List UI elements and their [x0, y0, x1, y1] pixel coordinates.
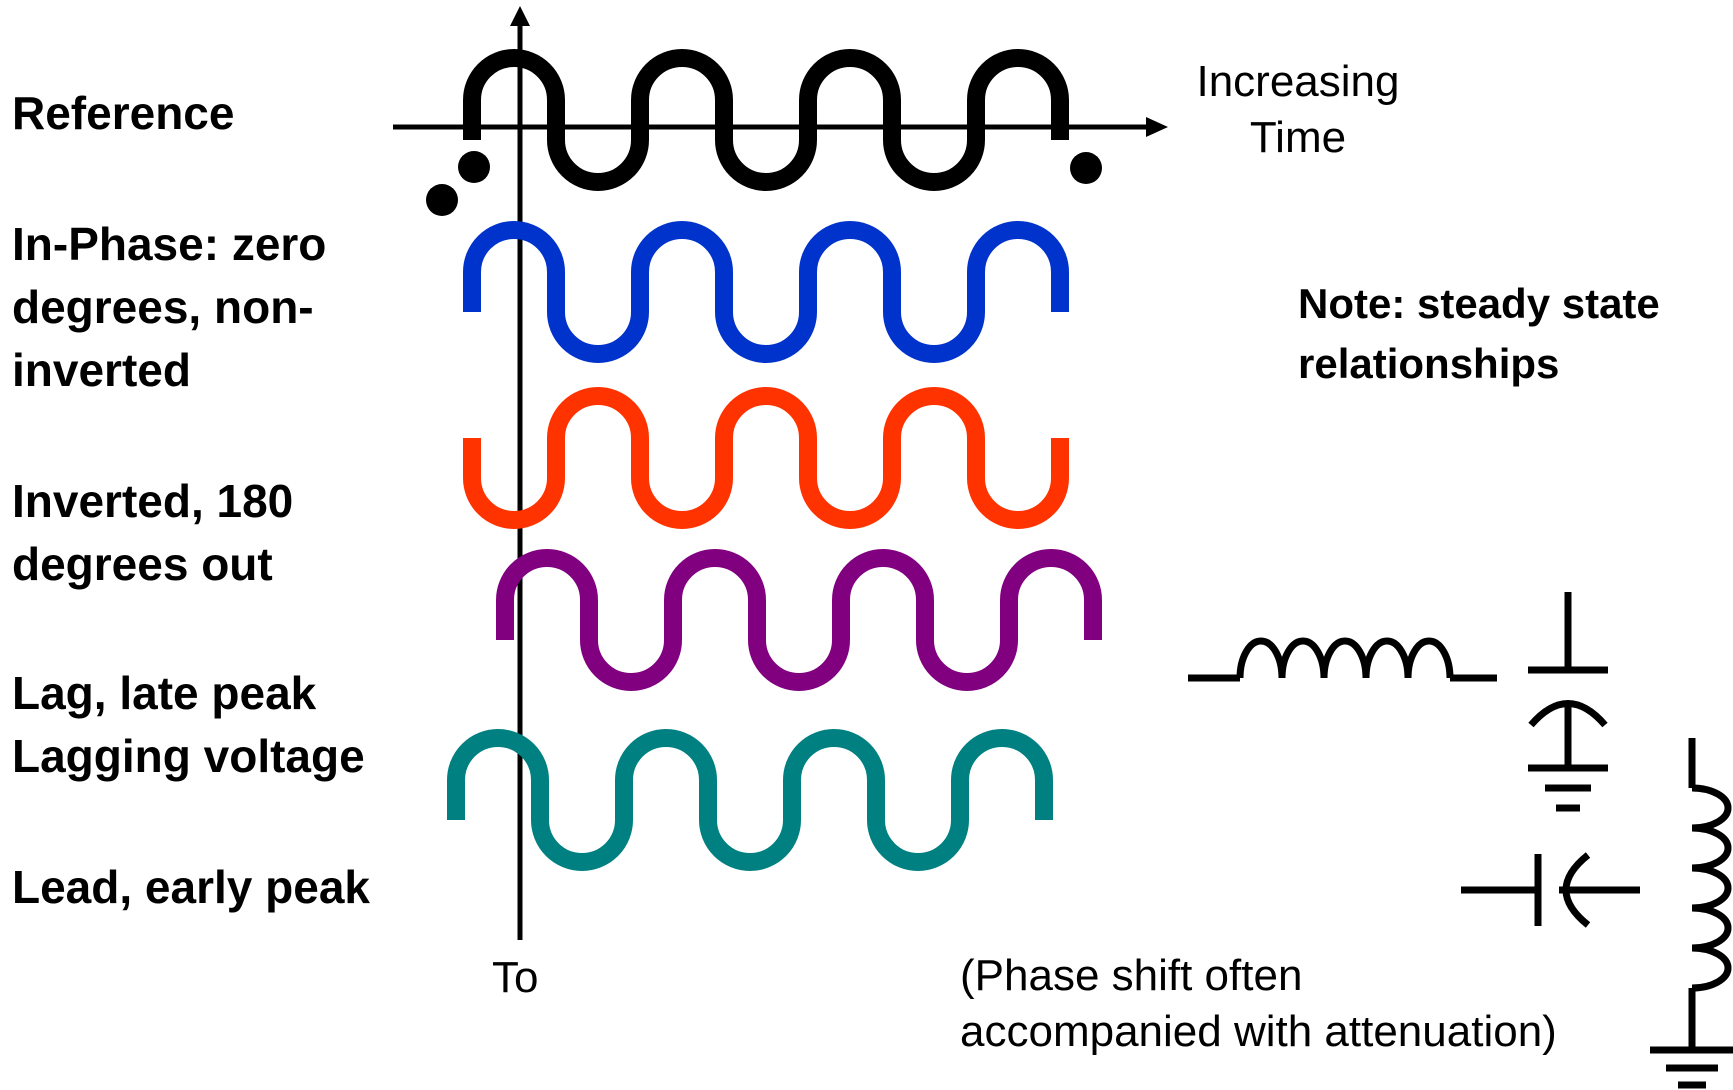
- lead-label: Lead, early peak: [12, 861, 370, 913]
- in-phase-label-line: inverted: [12, 344, 191, 396]
- lag-wave: [496, 549, 1102, 691]
- time-axis-label-line: Increasing: [1196, 57, 1400, 106]
- note-line: Note: steady state: [1298, 280, 1660, 327]
- reference-dot: [1070, 152, 1102, 184]
- inverted-label-line: degrees out: [12, 538, 273, 590]
- in-phase-wave: [463, 221, 1069, 363]
- in-phase-label-line: degrees, non-: [12, 281, 314, 333]
- time-axis-arrowhead: [1146, 117, 1168, 137]
- in-phase-label-line: In-Phase: zero: [12, 218, 327, 270]
- note-text: Note: steady state relationships: [1298, 274, 1660, 394]
- footnote-text: (Phase shift often accompanied with atte…: [960, 948, 1557, 1060]
- lag-label-line: Lagging voltage: [12, 730, 365, 782]
- footnote-line: (Phase shift often: [960, 951, 1303, 1000]
- footnote-line: accompanied with attenuation): [960, 1007, 1557, 1056]
- inverted-wave: [463, 387, 1069, 529]
- origin-label: To: [492, 953, 539, 1002]
- lag-label-line: Lag, late peak: [12, 667, 317, 719]
- inverted-label: Inverted, 180 degrees out: [12, 470, 293, 596]
- series-capacitor-symbol: [1461, 852, 1640, 928]
- inverted-label-line: Inverted, 180: [12, 475, 294, 527]
- inductor-to-ground-symbol: [1650, 738, 1733, 1089]
- note-line: relationships: [1298, 340, 1560, 387]
- capacitor-to-ground-symbol: [1528, 592, 1608, 812]
- inductor-symbol: [1188, 637, 1497, 682]
- reference-label: Reference: [12, 87, 235, 139]
- lead-wave: [447, 729, 1053, 871]
- time-axis-label: Increasing Time: [1183, 54, 1413, 166]
- reference-wave: [463, 49, 1069, 191]
- time-axis-label-line: Time: [1249, 113, 1347, 162]
- lag-label: Lag, late peak Lagging voltage: [12, 662, 365, 788]
- in-phase-label: In-Phase: zero degrees, non- inverted: [12, 213, 326, 402]
- reference-dot: [458, 151, 490, 183]
- reference-dot: [426, 184, 458, 216]
- origin-line-arrowhead: [510, 6, 530, 26]
